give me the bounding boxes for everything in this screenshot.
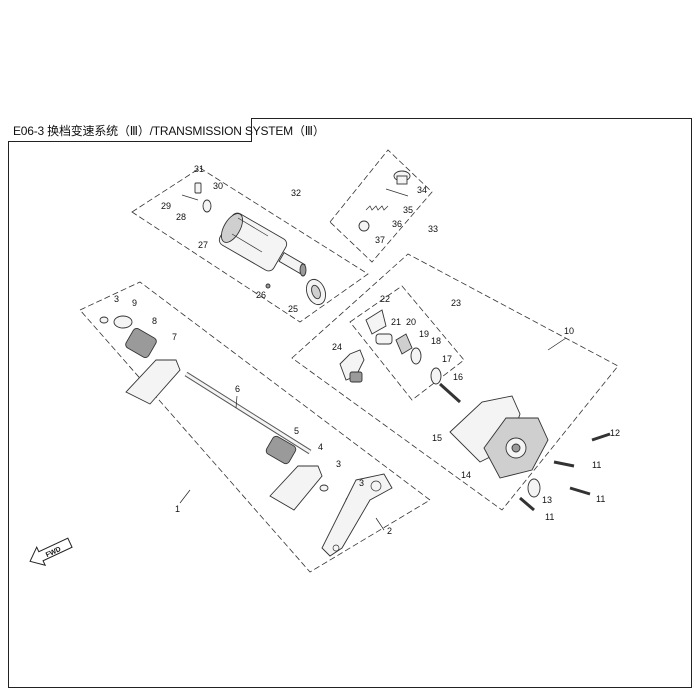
shift-arm-24	[339, 349, 365, 383]
callout-29: 29	[161, 201, 171, 211]
callout-22: 22	[380, 294, 390, 304]
callout-12: 12	[610, 428, 620, 438]
detent-assembly-33	[358, 170, 411, 232]
callout-31: 31	[194, 164, 204, 174]
group-outline-32	[131, 167, 369, 323]
bolts-11-12	[519, 432, 611, 512]
callout-1: 1	[175, 504, 180, 514]
callout-37: 37	[375, 235, 385, 245]
callout-11b: 11	[596, 494, 605, 504]
callout-21: 21	[391, 317, 401, 327]
callout-3c: 3	[359, 478, 364, 488]
callout-11a: 11	[592, 460, 601, 470]
callout-2: 2	[387, 526, 392, 536]
pin-26	[265, 283, 271, 289]
callout-36: 36	[392, 219, 402, 229]
callout-4: 4	[318, 442, 323, 452]
callout-14: 14	[461, 470, 471, 480]
callout-25: 25	[288, 304, 298, 314]
callout-18: 18	[431, 336, 441, 346]
shift-fork-shaft-assembly	[99, 315, 355, 511]
callout-7: 7	[172, 332, 177, 342]
callout-17: 17	[442, 354, 452, 364]
shift-lever-2	[321, 473, 393, 557]
callout-15: 15	[432, 433, 442, 443]
callout-8: 8	[152, 316, 157, 326]
callout-9: 9	[132, 298, 137, 308]
group-outline-10	[291, 253, 619, 511]
callout-labels: 1 2 3 3 3 4 5 6 7 8 9 10 11 11 11 12 13 …	[114, 164, 620, 536]
callout-10: 10	[564, 326, 574, 336]
page-title: E06-3 换档变速系统（Ⅲ）/TRANSMISSION SYSTEM（Ⅲ）	[13, 124, 325, 138]
callout-6: 6	[235, 384, 240, 394]
callout-30: 30	[213, 181, 223, 191]
callout-27: 27	[198, 240, 208, 250]
callout-3a: 3	[114, 294, 119, 304]
shift-drum-assembly	[218, 212, 307, 277]
callout-32: 32	[291, 188, 301, 198]
callout-33: 33	[428, 224, 438, 234]
callout-26: 26	[256, 290, 266, 300]
callout-24: 24	[332, 342, 342, 352]
callout-35: 35	[403, 205, 413, 215]
fwd-arrow-icon: FWD	[29, 537, 73, 567]
callout-5: 5	[294, 426, 299, 436]
bearing-25	[305, 278, 327, 306]
cover-14	[483, 417, 549, 479]
callout-23: 23	[451, 298, 461, 308]
callout-28: 28	[176, 212, 186, 222]
detent-parts-28-31	[181, 182, 212, 213]
callout-3b: 3	[336, 459, 341, 469]
seal-13	[527, 478, 541, 498]
callout-13: 13	[542, 495, 552, 505]
callout-20: 20	[406, 317, 416, 327]
title-box: E06-3 换档变速系统（Ⅲ）/TRANSMISSION SYSTEM（Ⅲ）	[8, 118, 325, 142]
group-outline-33	[329, 149, 433, 263]
callout-34: 34	[417, 185, 427, 195]
callout-19: 19	[419, 329, 429, 339]
diagram-frame	[8, 118, 692, 688]
callout-11c: 11	[545, 512, 554, 522]
group-outline-1	[79, 281, 431, 573]
callout-16: 16	[453, 372, 463, 382]
shift-shaft-parts-23	[365, 309, 462, 404]
